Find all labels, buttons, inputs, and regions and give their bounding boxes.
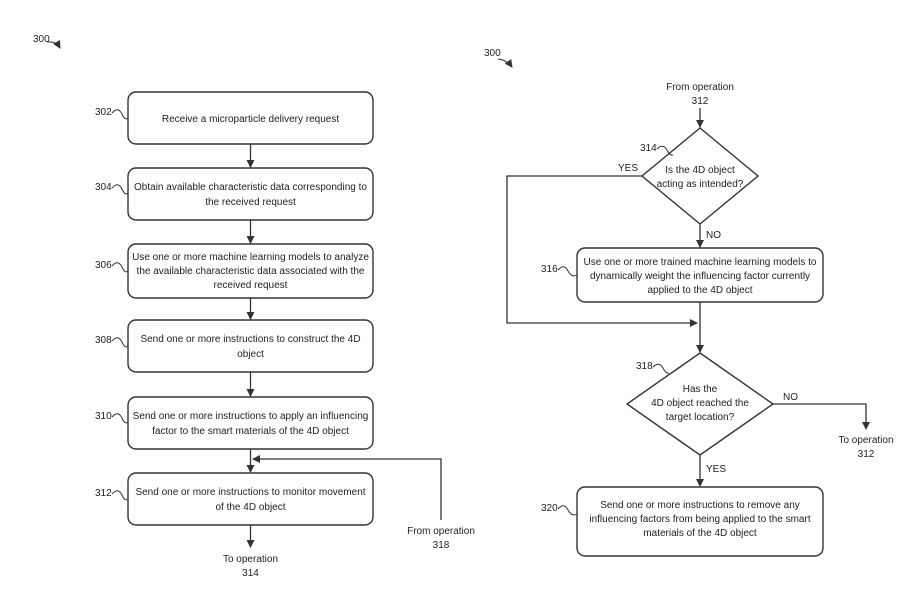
step-304-text-1: Obtain available characteristic data cor… bbox=[134, 182, 367, 193]
step-304-text-2: the received request bbox=[205, 197, 296, 208]
arrow-314-yes bbox=[506, 175, 698, 327]
left-connectors bbox=[246, 144, 442, 548]
step-320-text-1: Send one or more instructions to remove … bbox=[600, 500, 800, 511]
step-310: Send one or more instructions to apply a… bbox=[95, 396, 374, 450]
step-302-leader bbox=[111, 109, 129, 120]
arrow-318-no bbox=[773, 403, 870, 430]
right-to-operation-label: To operation bbox=[838, 435, 893, 446]
decision-318-text-2: 4D object reached the bbox=[651, 398, 749, 409]
decision-318-ref: 318 bbox=[636, 361, 653, 372]
left-from-operation-ref: 318 bbox=[433, 540, 450, 551]
figure-ref-right-label: 300 bbox=[484, 48, 501, 59]
step-302-text: Receive a microparticle delivery request bbox=[162, 114, 340, 125]
step-306-ref: 306 bbox=[95, 260, 112, 271]
decision-314-no-label: NO bbox=[706, 230, 721, 241]
step-320-text-2: influencing factors from being applied t… bbox=[589, 514, 810, 525]
decision-318-no-label: NO bbox=[783, 392, 798, 403]
step-312-text-1: Send one or more instructions to monitor… bbox=[135, 487, 365, 498]
arrow-from-318-loop bbox=[252, 455, 442, 520]
step-304: Obtain available characteristic data cor… bbox=[95, 167, 374, 221]
right-to-operation-ref: 312 bbox=[858, 449, 875, 460]
decision-314-ref: 314 bbox=[640, 143, 657, 154]
step-320-text-3: materials of the 4D object bbox=[643, 528, 757, 539]
decision-318: Has the 4D object reached the target loc… bbox=[625, 352, 798, 475]
step-308-text-2: object bbox=[237, 349, 264, 360]
step-302-ref: 302 bbox=[95, 107, 112, 118]
right-from-operation-ref: 312 bbox=[692, 96, 709, 107]
step-316-text-1: Use one or more trained machine learning… bbox=[584, 257, 817, 268]
step-320-leader bbox=[557, 505, 578, 516]
step-320: Send one or more instructions to remove … bbox=[541, 486, 824, 557]
step-316-ref: 316 bbox=[541, 264, 558, 275]
step-306-leader bbox=[111, 262, 129, 273]
step-308-text-1: Send one or more instructions to constru… bbox=[140, 334, 360, 345]
decision-318-leader bbox=[652, 363, 670, 374]
decision-314-text-2: acting as intended? bbox=[657, 179, 744, 190]
left-to-operation-ref: 314 bbox=[242, 568, 259, 579]
step-310-text-1: Send one or more instructions to apply a… bbox=[133, 411, 369, 422]
decision-314: Is the 4D object acting as intended? 314… bbox=[618, 127, 760, 241]
step-302: Receive a microparticle delivery request… bbox=[95, 91, 374, 145]
step-310-text-2: factor to the smart materials of the 4D … bbox=[152, 426, 349, 437]
figure-ref-left-label: 300 bbox=[33, 34, 50, 45]
step-308-ref: 308 bbox=[95, 335, 112, 346]
decision-314-leader bbox=[656, 145, 674, 156]
step-304-ref: 304 bbox=[95, 182, 112, 193]
left-to-operation-label: To operation bbox=[223, 554, 278, 565]
figure-ref-right: 300 bbox=[484, 48, 513, 68]
step-304-leader bbox=[111, 184, 129, 195]
step-308: Send one or more instructions to constru… bbox=[95, 319, 374, 373]
step-306-text-1: Use one or more machine learning models … bbox=[132, 252, 369, 263]
step-312-text-2: of the 4D object bbox=[215, 502, 285, 513]
decision-314-text-1: Is the 4D object bbox=[665, 165, 735, 176]
step-316-leader bbox=[557, 266, 578, 277]
step-316-text-2: dynamically weight the influencing facto… bbox=[590, 271, 810, 282]
figure-ref-left: 300 bbox=[33, 34, 61, 49]
step-312-leader bbox=[111, 490, 129, 501]
decision-314-yes-label: YES bbox=[618, 163, 638, 174]
step-306: Use one or more machine learning models … bbox=[95, 243, 374, 299]
decision-318-text-1: Has the bbox=[683, 384, 718, 395]
step-312-ref: 312 bbox=[95, 488, 112, 499]
step-312: Send one or more instructions to monitor… bbox=[95, 472, 374, 526]
step-306-text-3: received request bbox=[214, 280, 288, 291]
step-316: Use one or more trained machine learning… bbox=[541, 247, 824, 303]
decision-318-text-3: target location? bbox=[666, 412, 735, 423]
step-308-leader bbox=[111, 337, 129, 348]
step-320-ref: 320 bbox=[541, 503, 558, 514]
right-from-operation-label: From operation bbox=[666, 82, 734, 93]
step-310-ref: 310 bbox=[95, 411, 112, 422]
step-316-text-3: applied to the 4D object bbox=[647, 285, 752, 296]
step-310-leader bbox=[111, 413, 129, 424]
decision-318-yes-label: YES bbox=[706, 464, 726, 475]
left-from-operation-label: From operation bbox=[407, 526, 475, 537]
step-306-text-2: the available characteristic data associ… bbox=[137, 266, 365, 277]
